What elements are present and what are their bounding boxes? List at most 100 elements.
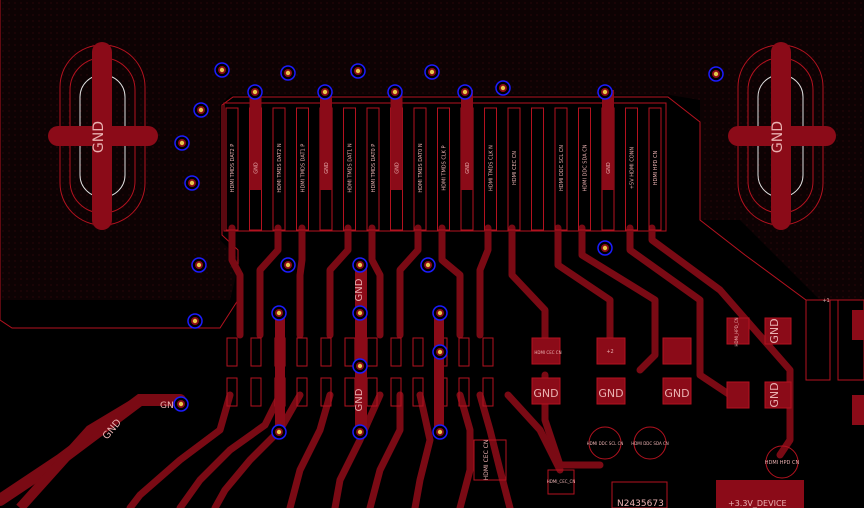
esd-pad-top[interactable] — [482, 337, 494, 367]
pin-outline — [484, 107, 497, 231]
pin-outline — [343, 107, 356, 231]
via — [432, 424, 448, 440]
connector-pin-label: HDMI HPD CN — [653, 151, 659, 186]
right-gnd-label-2: GND — [768, 382, 781, 407]
connector-pin[interactable]: HDMI HPD CN — [648, 107, 662, 231]
connector-pin[interactable]: HDMI DDC SCL CN — [554, 107, 568, 231]
gnd-pin-copper — [390, 90, 403, 190]
connector-pin-label: GND — [254, 162, 260, 174]
mounting-pad-right[interactable]: GND — [728, 42, 836, 230]
esd-pad-bottom[interactable] — [390, 377, 402, 407]
connector-pin-label: HDMI TMDS DAT2 P — [230, 144, 236, 193]
via — [420, 257, 436, 273]
pin-outline — [554, 107, 568, 231]
pin-outline — [296, 107, 309, 231]
pin-outline — [366, 107, 380, 231]
right-gnd-label-1: GND — [768, 318, 781, 343]
trace-group — [126, 224, 794, 508]
cec-vertical-label: HDMI CEC CN — [483, 440, 490, 481]
connector-pin[interactable]: HDMI TMDS DAT2 P — [225, 107, 239, 231]
via — [174, 135, 190, 151]
right-side-pads[interactable]: GND GND HDMI_HPD_CN — [726, 299, 864, 425]
via — [280, 257, 296, 273]
copper-pour-outline — [0, 0, 862, 329]
ddc-pads[interactable]: GND GND GND HDMI CEC CN — [531, 337, 692, 405]
esd-pad-bottom[interactable] — [296, 377, 308, 407]
esd-pad-top[interactable] — [250, 337, 262, 367]
pin-outline — [272, 107, 286, 231]
connector-pin[interactable]: HDMI TMDS DAT1 P — [296, 107, 309, 231]
via — [184, 175, 200, 191]
connector-pin[interactable]: GND — [319, 90, 333, 231]
pin-outline — [413, 107, 427, 231]
via — [352, 358, 368, 374]
connector-pin[interactable]: +5V HDMI CONN — [625, 107, 638, 231]
connector-pin[interactable]: GND — [601, 90, 615, 231]
esd-pad-top[interactable] — [296, 337, 308, 367]
esd-pad-top[interactable] — [226, 337, 238, 367]
esd-pad-top[interactable] — [366, 337, 378, 367]
connector-pin[interactable]: HDMI TMDS DAT0 N — [413, 107, 427, 231]
pin-outline — [578, 107, 591, 231]
esd-pad-top[interactable] — [390, 337, 402, 367]
via — [350, 63, 366, 79]
esd-pad-bottom[interactable] — [412, 377, 424, 407]
esd-pad-top[interactable] — [458, 337, 470, 367]
connector-pin[interactable]: GND — [460, 90, 474, 231]
via — [387, 84, 403, 100]
connector-pin-label: HDMI CEC CN — [512, 151, 518, 185]
pin-outline — [531, 107, 544, 231]
connector-pin[interactable]: GND — [390, 90, 403, 231]
via — [173, 396, 189, 412]
via — [214, 62, 230, 78]
esd-pad-bottom[interactable] — [250, 377, 262, 407]
hpd-small-label: HDMI_HPD_CN — [734, 317, 739, 346]
connector-pin[interactable]: HDMI TMDS CLK P — [437, 107, 450, 231]
connector-pin-label: HDMI TMDS DAT1 N — [348, 143, 354, 193]
connector-pin-label: GND — [606, 162, 612, 174]
connector-pin[interactable]: HDMI TMDS DAT1 N — [343, 107, 356, 231]
via — [317, 84, 333, 100]
pin-outline — [225, 107, 239, 231]
pin-outline — [437, 107, 450, 231]
via — [424, 64, 440, 80]
via — [432, 305, 448, 321]
mounting-pad-left[interactable]: GND — [48, 42, 158, 230]
connector-pin[interactable]: HDMI DDC SDA CN — [578, 107, 591, 231]
gnd-diag-trace — [16, 395, 143, 508]
esd-pad-bottom[interactable] — [320, 377, 332, 407]
hdmi-cec-cn-small: HDMI_CEC_CN — [547, 479, 576, 484]
copper-pour-left — [0, 0, 864, 300]
esd-gnd-label-upper: GND — [354, 278, 365, 301]
component-designator: N2435673 — [617, 499, 664, 508]
pin-outline — [507, 107, 521, 231]
via — [247, 84, 263, 100]
hdmi-connector-pins: HDMI TMDS DAT2 P GND HDMI TMDS DAT2 N HDMI … — [225, 90, 662, 231]
connector-pin[interactable]: HDMI TMDS DAT2 N — [272, 107, 286, 231]
connector-pin[interactable]: HDMI TMDS DAT0 P — [366, 107, 380, 231]
esd-pad-bottom[interactable] — [482, 377, 494, 407]
connector-pin-label: +5V HDMI CONN — [630, 147, 636, 190]
via-array — [173, 62, 724, 440]
connector-pin[interactable] — [531, 107, 544, 231]
via — [708, 66, 724, 82]
via — [432, 344, 448, 360]
connector-pin-label: GND — [395, 162, 401, 174]
esd-pad-bottom[interactable] — [226, 377, 238, 407]
connector-pin[interactable]: HDMI TMDS CLK N — [484, 107, 497, 231]
connector-pin-label: HDMI TMDS CLK P — [442, 145, 448, 190]
connector-pin[interactable]: HDMI CEC CN — [507, 107, 521, 231]
esd-pad-top[interactable] — [320, 337, 332, 367]
ddc-gnd-label-3: GND — [664, 387, 689, 400]
mounting-pad-left-label: GND — [91, 121, 107, 153]
gnd-pin-copper — [461, 90, 473, 190]
esd-pad-top[interactable] — [412, 337, 424, 367]
esd-pad-bottom[interactable] — [458, 377, 470, 407]
connector-pin-label: HDMI TMDS CLK N — [489, 145, 495, 191]
via — [597, 84, 613, 100]
sda-ddc-label: HDMI DDC SDA CN — [631, 441, 669, 446]
via — [352, 424, 368, 440]
via — [193, 102, 209, 118]
connector-pin[interactable]: GND — [249, 90, 262, 231]
